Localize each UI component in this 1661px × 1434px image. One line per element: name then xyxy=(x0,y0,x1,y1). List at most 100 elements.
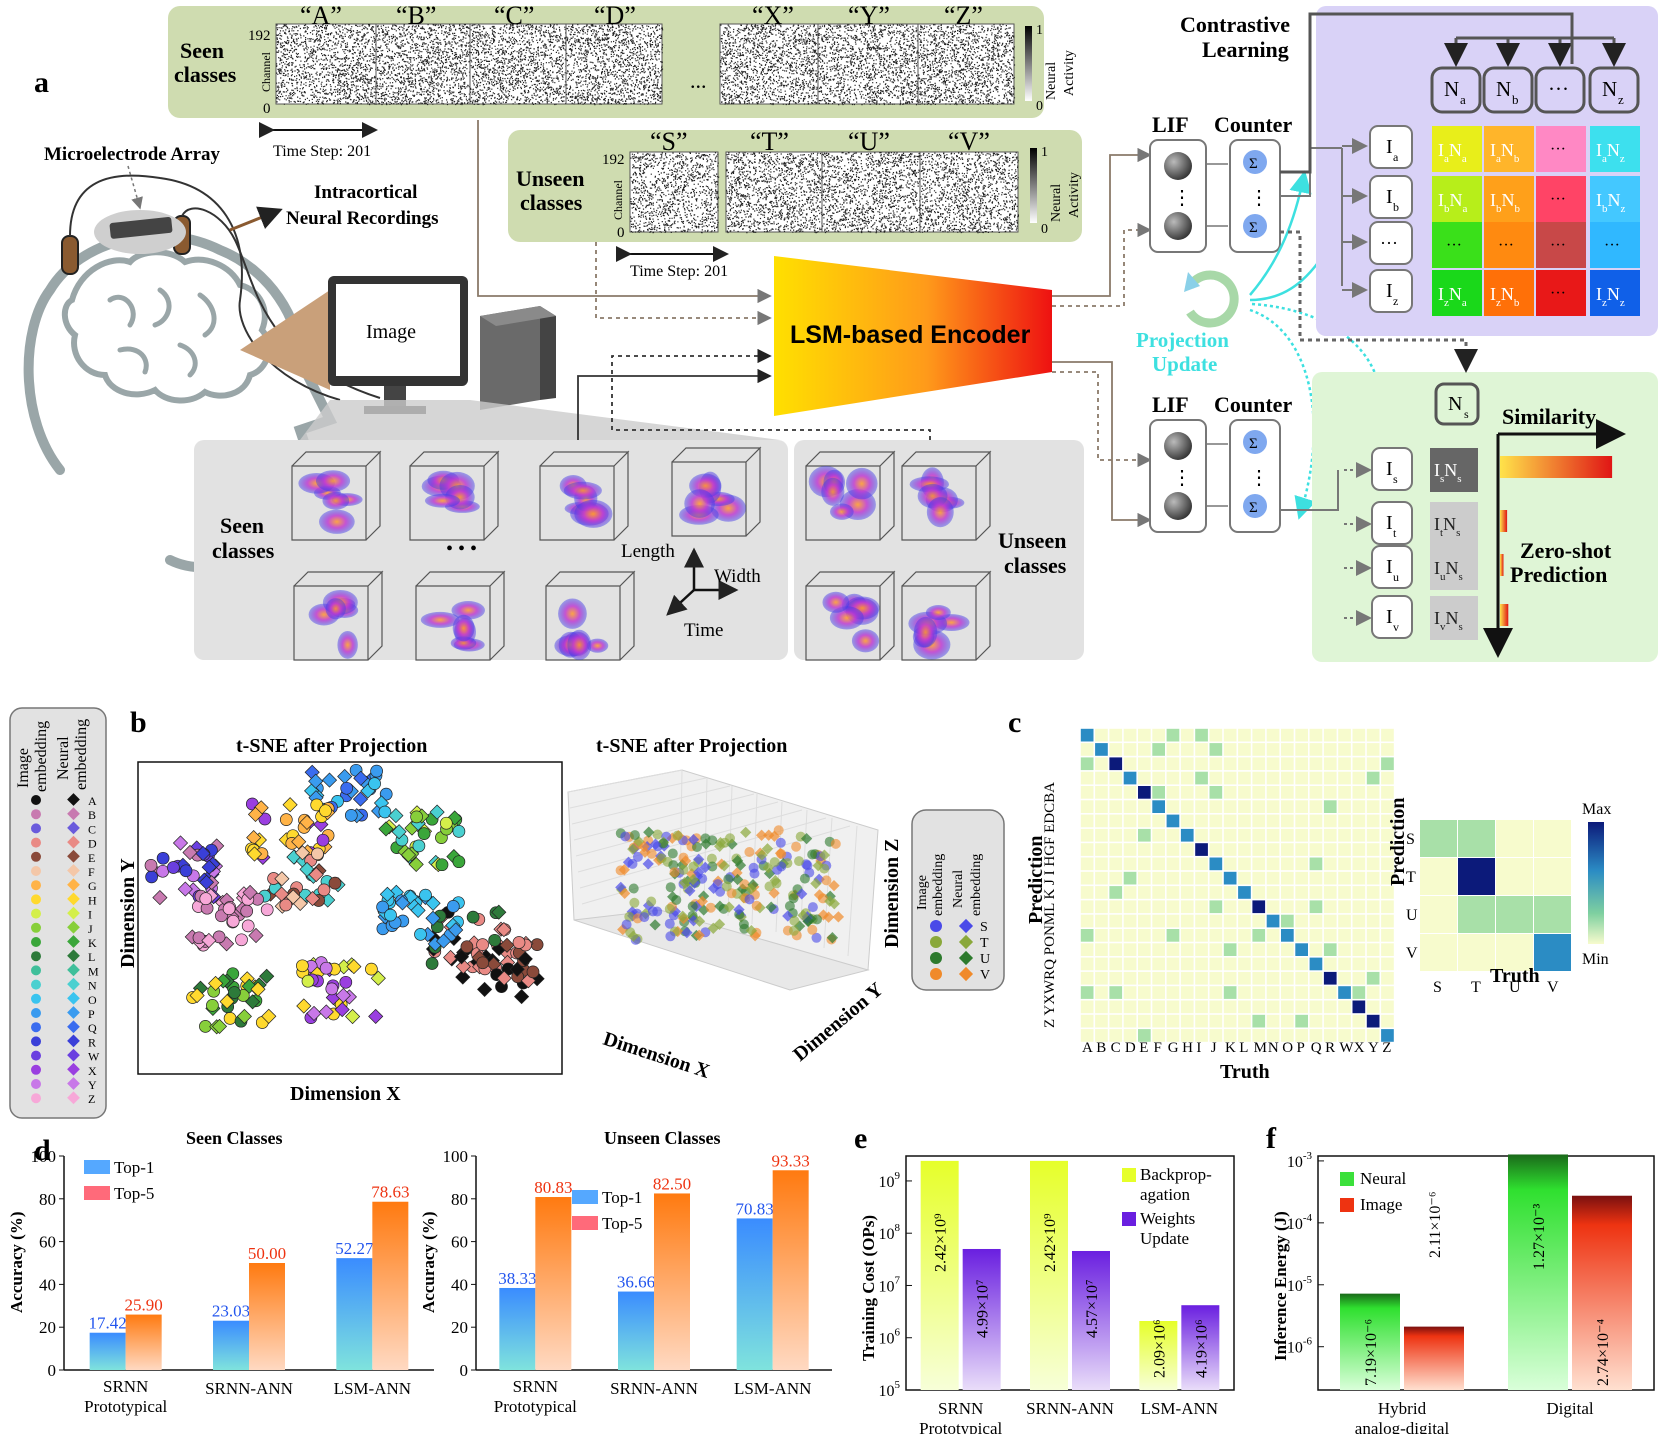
x-tick-label: LSM-ANN xyxy=(734,1379,811,1398)
tsne-image-point xyxy=(226,914,240,928)
cm-cell xyxy=(1080,728,1094,742)
unseen-letter-label: “T” xyxy=(750,127,789,156)
tsne3d-image-point xyxy=(707,835,718,846)
cm-x-tick: B xyxy=(1096,1040,1106,1056)
bar-top1 xyxy=(213,1320,249,1370)
cm-small-x-tick: T xyxy=(1471,979,1481,996)
cm-cell xyxy=(1166,929,1180,942)
tsne-neural-point xyxy=(345,1008,361,1025)
cm-cell xyxy=(1295,728,1308,742)
letter-volume-cube xyxy=(539,450,630,541)
cm-cell xyxy=(1381,728,1394,742)
cm-cell xyxy=(1252,800,1266,813)
cm-cell xyxy=(1166,943,1180,956)
tsne-neural-point xyxy=(352,791,369,807)
cm-cell xyxy=(1238,957,1251,971)
cm-cell xyxy=(1223,971,1237,985)
tsne3d-image-point xyxy=(744,894,755,905)
cm-cell xyxy=(1152,871,1165,885)
tsne3d-image-point xyxy=(629,830,640,841)
cm-cell xyxy=(1180,971,1194,985)
similarity-cell xyxy=(1432,126,1482,172)
tsne3d-neural-point xyxy=(774,847,787,859)
cm-cell xyxy=(1238,843,1251,856)
cm-cell xyxy=(1195,828,1208,842)
cm-cell xyxy=(1238,900,1251,914)
tsne3d-neural-point xyxy=(699,861,711,874)
tsne3d-neural-point xyxy=(693,915,706,927)
tsne3d-image-point xyxy=(789,915,800,926)
legend3d-neural-marker xyxy=(958,966,974,982)
legend-image-marker xyxy=(31,809,41,820)
cm-cell xyxy=(1338,914,1351,928)
cm-cell xyxy=(1209,957,1223,971)
cm-cell xyxy=(1095,828,1108,842)
cm-cell xyxy=(1138,871,1151,885)
cm-cell xyxy=(1223,943,1237,956)
cm-cell xyxy=(1209,900,1223,914)
counter-to-neural-nodes xyxy=(1280,12,1574,174)
cm-cell xyxy=(1195,971,1208,985)
tsne-neural-point xyxy=(509,961,525,977)
tsne3d-neural-point xyxy=(745,924,758,937)
tsne3d-image-point xyxy=(807,902,818,913)
neural-node xyxy=(1482,66,1534,114)
similarity-cell xyxy=(1484,126,1534,172)
cm-cell xyxy=(1195,871,1208,885)
cm-cell xyxy=(1309,771,1323,785)
tsne-image-point xyxy=(301,974,315,988)
cm-cell xyxy=(1238,857,1251,871)
test-image-label: I xyxy=(1386,556,1393,578)
cm-cell xyxy=(1238,1029,1251,1042)
cm-cell xyxy=(1195,757,1208,771)
cm-cell xyxy=(1209,1029,1223,1042)
cm-cell xyxy=(1295,943,1308,956)
tsne-neural-point xyxy=(335,987,351,1003)
legend-letter: I xyxy=(88,908,92,922)
cm-cell xyxy=(1152,1014,1165,1028)
panel-label-f: f xyxy=(1266,1122,1277,1155)
cm-cell xyxy=(1209,1000,1223,1014)
raster-spikes xyxy=(276,24,378,106)
cm-cell xyxy=(1295,843,1308,856)
legend-top1-swatch xyxy=(572,1190,598,1204)
flow-seen-to-encoder xyxy=(477,120,772,304)
bar-value-label: 93.33 xyxy=(772,1151,810,1170)
cm-cell xyxy=(1080,786,1094,799)
legend-image-swatch xyxy=(1340,1198,1354,1212)
tsne3d-gridline xyxy=(573,793,755,841)
cm-small-y-tick: U xyxy=(1406,907,1418,924)
legend3d-neural-1: Neural xyxy=(951,870,966,908)
cm-cell xyxy=(1266,828,1280,842)
cm-cell xyxy=(1381,914,1394,928)
cm-cell xyxy=(1223,957,1237,971)
unseen-images-label-1: Unseen xyxy=(998,528,1066,553)
legend-top5: Top-5 xyxy=(602,1214,642,1233)
x-tick-label: Digital xyxy=(1546,1399,1593,1418)
cm-cell xyxy=(1309,971,1323,985)
tsne-image-point xyxy=(144,859,158,872)
cm-cell xyxy=(1238,728,1251,742)
cm-cell xyxy=(1223,800,1237,813)
cm-colorbar-min: Min xyxy=(1582,951,1609,968)
lif-neuron-bot-2 xyxy=(1164,492,1192,520)
x-tick-label: Prototypical xyxy=(494,1397,577,1416)
cm-cell xyxy=(1252,814,1266,828)
cm-cell xyxy=(1152,900,1165,914)
counter-sigma-top-2 xyxy=(1243,214,1267,238)
legend-top1: Top-1 xyxy=(114,1158,154,1177)
legend-image-marker xyxy=(31,1050,41,1061)
cm-cell xyxy=(1095,1029,1108,1042)
cm-cell xyxy=(1352,957,1366,971)
cm-cell xyxy=(1138,900,1151,914)
test-image-sub: s xyxy=(1393,472,1398,486)
neural-node xyxy=(1534,66,1586,114)
tsne-neural-point xyxy=(208,975,224,991)
counter-box-bot xyxy=(1229,419,1281,533)
counter-sigma-top-1 xyxy=(1243,150,1267,174)
cm-small-y-tick: T xyxy=(1406,869,1416,886)
cm-cell xyxy=(1223,786,1237,799)
cm-cell xyxy=(1266,814,1280,828)
chart-frame xyxy=(1317,1155,1655,1391)
cm-x-tick: F xyxy=(1154,1040,1162,1056)
